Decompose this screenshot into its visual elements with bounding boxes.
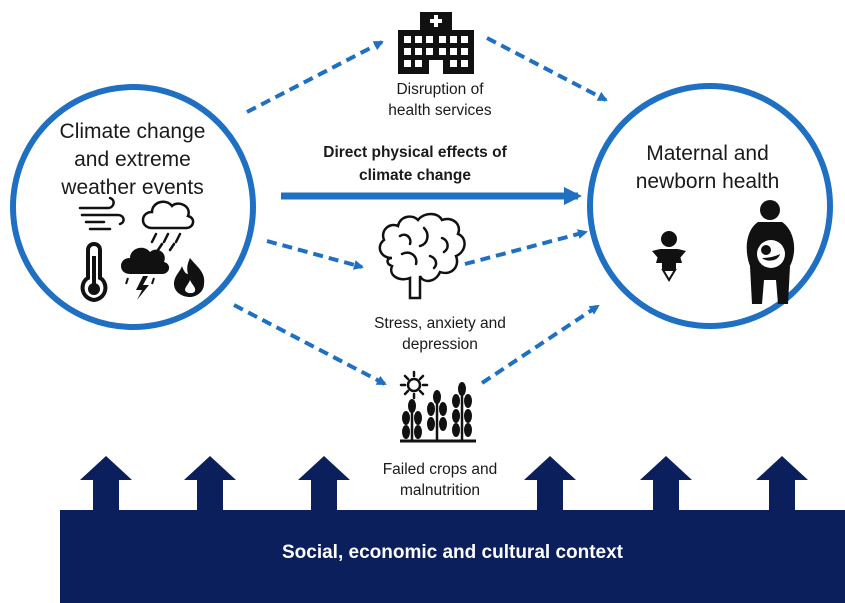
arrow-crops-to-health	[480, 304, 600, 385]
thermometer-icon	[80, 242, 108, 303]
health-services-line-1: Disruption of	[396, 81, 484, 98]
wind-icon	[78, 196, 125, 231]
direct-effects-line-1: Direct physical effects of	[323, 144, 507, 161]
health-services-label: Disruption of health services	[345, 79, 535, 121]
fire-icon	[174, 258, 205, 297]
up-arrow-1	[80, 456, 132, 512]
health-node-circle	[587, 83, 833, 329]
arrow-climate-to-crops	[233, 303, 387, 386]
crops-line-2: malnutrition	[399, 482, 481, 499]
health-node-line-2: newborn health	[635, 170, 780, 193]
arrow-stress-to-health	[464, 229, 588, 266]
direct-effects-label: Direct physical effects of climate chang…	[255, 141, 575, 187]
arrow-climate-to-services	[246, 40, 384, 114]
brain-icon	[378, 212, 466, 300]
rain-cloud-icon	[141, 200, 195, 252]
stress-line-1: Stress, anxiety and	[374, 315, 506, 332]
context-up-arrows	[80, 456, 808, 512]
health-node-line-1: Maternal and	[646, 142, 769, 165]
arrow-services-to-health	[486, 36, 608, 102]
climate-node-line-2: and extreme	[74, 148, 191, 171]
health-services-line-2: health services	[388, 102, 492, 119]
crops-icon	[399, 370, 476, 443]
crops-line-1: Failed crops and	[382, 461, 498, 478]
climate-node-line-1: Climate change	[59, 120, 206, 143]
crops-label: Failed crops and malnutrition	[330, 459, 550, 501]
up-arrow-2	[184, 456, 236, 512]
stress-line-2: depression	[402, 336, 478, 353]
context-bar	[60, 510, 845, 603]
climate-node-line-3: weather events	[61, 176, 204, 199]
health-node-label: Maternal and newborn health	[605, 140, 810, 196]
up-arrow-5	[640, 456, 692, 512]
context-bar-label: Social, economic and cultural context	[281, 542, 624, 563]
up-arrow-6	[756, 456, 808, 512]
up-arrow-4	[524, 456, 576, 512]
direct-effects-line-2: climate change	[359, 167, 471, 184]
climate-node-circle	[10, 84, 256, 330]
baby-icon	[652, 231, 686, 282]
climate-node-label: Climate change and extreme weather event…	[25, 118, 240, 202]
arrow-climate-to-stress	[266, 239, 364, 270]
hospital-icon	[398, 12, 474, 74]
stress-label: Stress, anxiety and depression	[330, 313, 550, 355]
storm-icon	[121, 247, 170, 300]
up-arrow-3	[298, 456, 350, 512]
pregnant-woman-icon	[746, 200, 795, 304]
